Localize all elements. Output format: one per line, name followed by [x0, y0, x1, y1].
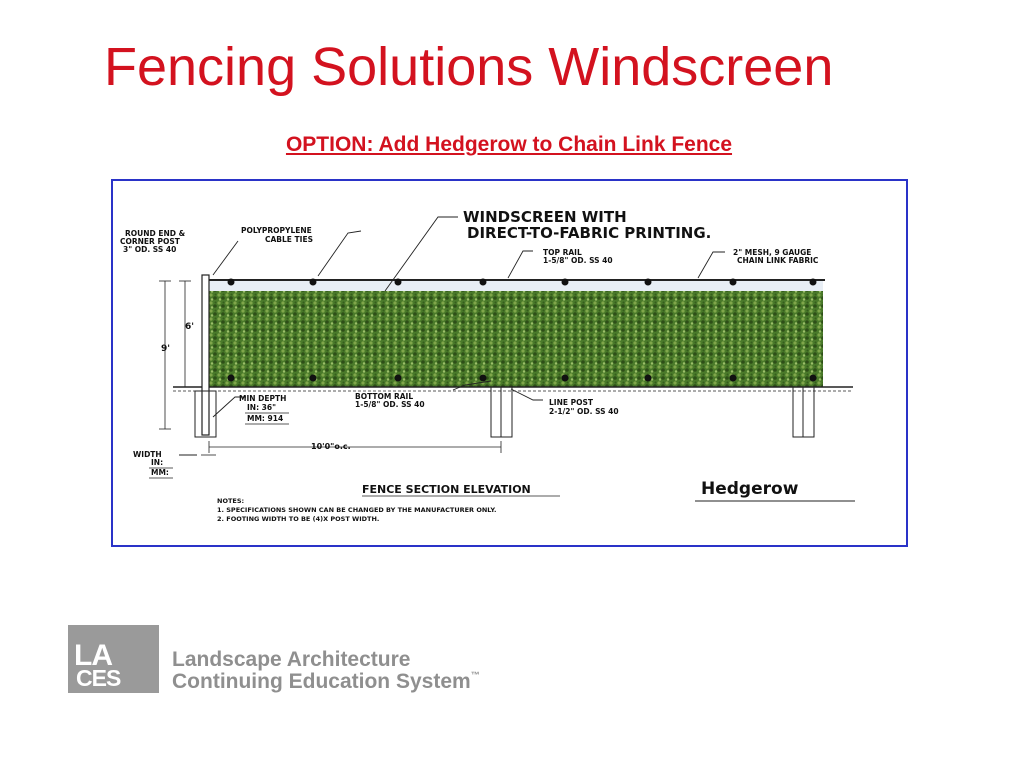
width-label: WIDTH: [133, 450, 162, 459]
fence-elevation-svg: WINDSCREEN WITH DIRECT-TO-FABRIC PRINTIN…: [120, 208, 855, 523]
line-post-label-1: LINE POST: [549, 398, 594, 407]
end-post-label-1: ROUND END &: [125, 229, 186, 238]
logo-text-line-1: Landscape Architecture: [172, 648, 411, 671]
min-depth-mm: MM: 914: [247, 414, 283, 423]
trademark-symbol: ™: [470, 670, 480, 680]
product-name: Hedgerow: [701, 479, 799, 499]
dimension-9ft: 9': [161, 344, 170, 354]
cable-ties-label-2: CABLE TIES: [265, 235, 313, 244]
min-depth-in: IN: 36": [247, 403, 276, 412]
end-post: [201, 274, 210, 436]
mesh-label-1: 2" MESH, 9 GAUGE: [733, 248, 811, 257]
mesh-label-2: CHAIN LINK FABRIC: [737, 256, 819, 265]
slide-title: Fencing Solutions Windscreen: [104, 37, 834, 97]
logo-text-line-2: Continuing Education System™: [172, 670, 480, 694]
width-in: IN:: [151, 458, 163, 467]
end-post-label-2: CORNER POST: [120, 237, 181, 246]
note-2: 2. FOOTING WIDTH TO BE (4)X POST WIDTH.: [217, 515, 379, 523]
bottom-rail-label-2: 1-5/8" OD. SS 40: [355, 400, 425, 409]
min-depth-label: MIN DEPTH: [239, 394, 286, 403]
callout-main-line-1: WINDSCREEN WITH: [463, 208, 627, 226]
cable-ties-label-1: POLYPROPYLENE: [241, 226, 312, 235]
post-spacing-label: 10'0"o.c.: [311, 442, 351, 451]
bottom-rail-label-1: BOTTOM RAIL: [355, 392, 413, 401]
slide-subtitle: OPTION: Add Hedgerow to Chain Link Fence: [285, 133, 733, 156]
top-rail-label-1: TOP RAIL: [543, 248, 582, 257]
logo-mark-bottom: CES: [76, 665, 121, 691]
dimension-6ft: 6': [185, 322, 194, 332]
logo-mark-top: LA: [74, 639, 113, 672]
note-1: 1. SPECIFICATIONS SHOWN CAN BE CHANGED B…: [217, 506, 497, 514]
fence-section-drawing: WINDSCREEN WITH DIRECT-TO-FABRIC PRINTIN…: [111, 179, 908, 547]
cable-ties: [227, 278, 817, 382]
sky-strip: [209, 281, 823, 291]
notes-heading: NOTES:: [217, 497, 244, 505]
hedge-windscreen: [209, 289, 823, 387]
end-post-label-3: 3" OD. SS 40: [123, 245, 176, 254]
laces-logo: LA CES: [68, 625, 159, 693]
width-mm: MM:: [151, 468, 169, 477]
logo-text-line-2-text: Continuing Education System: [172, 670, 471, 693]
callout-main-line-2: DIRECT-TO-FABRIC PRINTING.: [467, 224, 711, 242]
top-rail-label-2: 1-5/8" OD. SS 40: [543, 256, 613, 265]
leader-lines: [179, 216, 725, 456]
dimension-lines: [159, 280, 502, 456]
section-title: FENCE SECTION ELEVATION: [362, 483, 531, 496]
line-post-label-2: 2-1/2" OD. SS 40: [549, 407, 619, 416]
